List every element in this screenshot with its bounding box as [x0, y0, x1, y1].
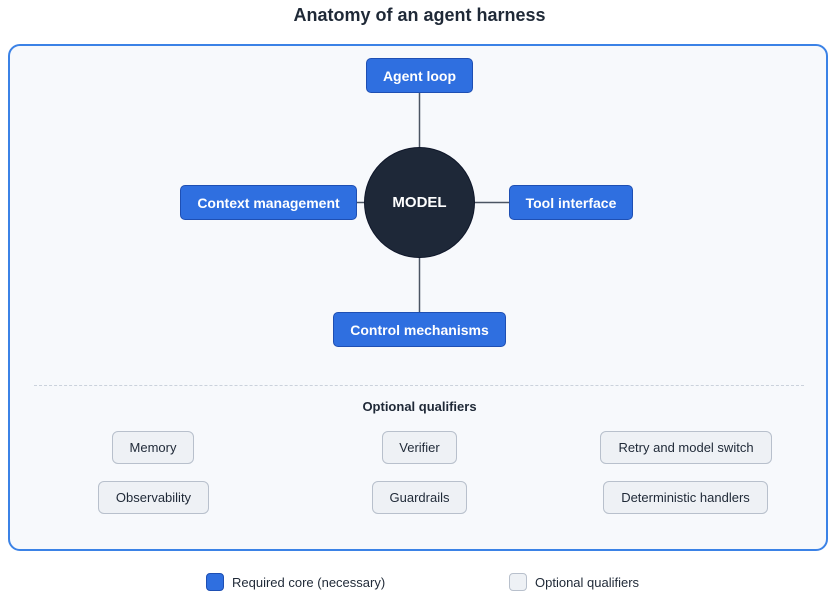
optional-guardrails: Guardrails	[372, 481, 467, 514]
core-control-mechanisms: Control mechanisms	[333, 312, 506, 347]
core-context-management: Context management	[180, 185, 357, 220]
legend-required-label: Required core (necessary)	[232, 575, 386, 590]
core-agent-loop: Agent loop	[366, 58, 473, 93]
optional-deterministic-handlers: Deterministic handlers	[603, 481, 768, 514]
legend-optional-swatch	[509, 573, 527, 591]
model-node: MODEL	[364, 147, 475, 258]
harness-panel	[8, 44, 828, 551]
optional-verifier: Verifier	[382, 431, 457, 464]
core-tool-interface: Tool interface	[509, 185, 633, 220]
legend-optional-label: Optional qualifiers	[535, 575, 640, 590]
optional-qualifiers-heading: Optional qualifiers	[362, 399, 477, 414]
optional-memory: Memory	[112, 431, 194, 464]
optional-observability: Observability	[98, 481, 209, 514]
optional-retry-and-model-switch: Retry and model switch	[600, 431, 772, 464]
diagram-title: Anatomy of an agent harness	[293, 5, 546, 25]
legend-required-swatch	[206, 573, 224, 591]
section-divider	[34, 385, 804, 386]
